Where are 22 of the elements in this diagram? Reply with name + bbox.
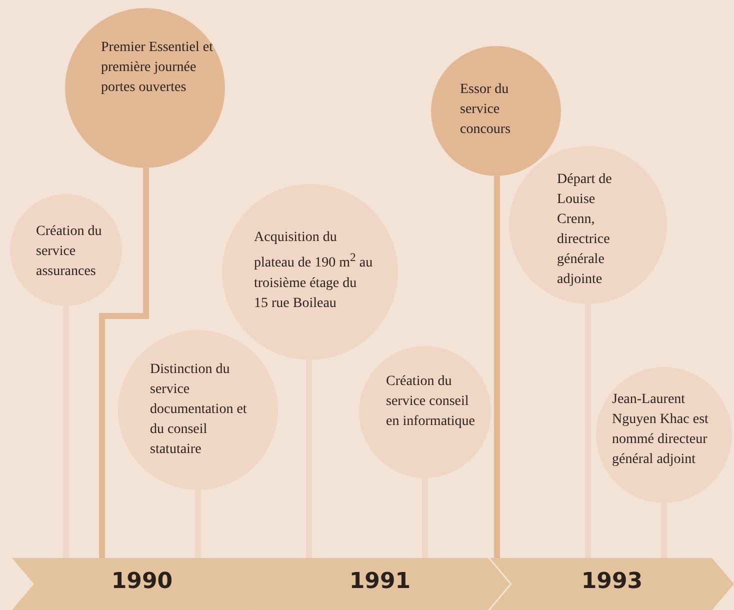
timeline-stem	[63, 306, 69, 558]
timeline-stem	[306, 360, 312, 558]
year-band	[250, 558, 510, 610]
event-text: Départ de Louise Crenn, directrice générale adjointe	[557, 171, 613, 289]
event-text: Premier Essentiel et première journée portes ouvertes	[101, 39, 213, 97]
timeline-stem	[99, 168, 149, 558]
timeline-stem	[422, 478, 428, 558]
event-text: Distinction du service documentation et du conseil statutaire	[150, 361, 248, 459]
timeline-stem	[585, 304, 591, 558]
year-label: 1991	[348, 569, 412, 594]
event-text: Jean-Laurent Nguyen Khac est nommé directeur général adjoint	[612, 391, 710, 469]
timeline-stem	[661, 503, 667, 558]
timeline-stem	[195, 490, 201, 558]
year-label: 1993	[580, 569, 644, 594]
year-band	[12, 558, 272, 610]
event-text: Création du service assurances	[36, 223, 103, 281]
timeline-stem	[494, 176, 500, 558]
year-band	[490, 558, 734, 610]
event-text: Création du service conseil en informatique	[386, 373, 476, 431]
event-text: Acquisition du plateau de 190 m$^{2}$ au troisième étage du 15 rue Boileau	[254, 229, 374, 313]
event-text: Essor du service concours	[460, 81, 512, 139]
year-label: 1990	[110, 569, 174, 594]
